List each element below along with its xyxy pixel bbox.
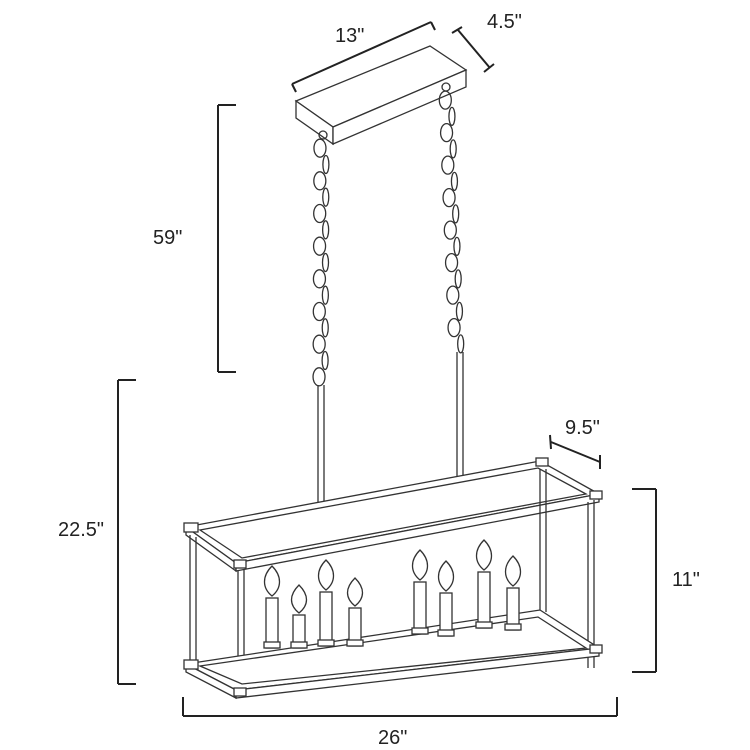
candle-bulb bbox=[346, 577, 364, 647]
chain-link bbox=[455, 301, 464, 322]
chain-link bbox=[447, 317, 461, 338]
candle-bulb bbox=[317, 559, 335, 647]
chain-link bbox=[312, 334, 326, 354]
chain-link bbox=[452, 204, 460, 224]
right-chain bbox=[438, 90, 465, 354]
ceiling-canopy bbox=[294, 45, 468, 146]
fixture-height-dimension: 11" bbox=[632, 488, 700, 673]
chain-link bbox=[321, 252, 330, 273]
chain-link bbox=[449, 139, 457, 159]
chain-link bbox=[454, 269, 462, 289]
chain-length-label: 59" bbox=[153, 227, 182, 249]
left-chain bbox=[312, 138, 330, 387]
chain-link bbox=[457, 334, 465, 354]
chain-link bbox=[444, 252, 459, 273]
chain-link bbox=[439, 122, 454, 143]
chain-link bbox=[441, 155, 455, 175]
chain-link bbox=[313, 171, 327, 191]
chain-link bbox=[312, 269, 327, 289]
chain-link bbox=[313, 138, 327, 158]
candle-bulb bbox=[290, 584, 308, 649]
fixture-frame bbox=[183, 457, 603, 700]
canopy-length-label: 13" bbox=[335, 25, 364, 47]
chain-link bbox=[443, 220, 457, 240]
candle-bulb bbox=[504, 555, 522, 631]
chain-link bbox=[448, 106, 456, 127]
canopy-width-dimension: 4.5" bbox=[451, 11, 522, 73]
chain-link bbox=[312, 236, 327, 256]
candle-bulb bbox=[411, 549, 429, 635]
chain-link bbox=[321, 285, 330, 305]
chain-link bbox=[442, 187, 456, 208]
chain-link bbox=[312, 367, 326, 387]
overall-height-dimension: 22.5" bbox=[58, 379, 136, 685]
overall-height-label: 22.5" bbox=[58, 519, 104, 541]
fixture-height-label: 11" bbox=[672, 569, 700, 591]
chain-link bbox=[450, 171, 459, 192]
chain-link bbox=[446, 285, 460, 305]
chain-link bbox=[322, 187, 330, 207]
chain-link bbox=[321, 350, 329, 371]
fixture-depth-label: 9.5" bbox=[565, 417, 600, 439]
candle-lights bbox=[263, 539, 522, 649]
candle-bulb bbox=[475, 539, 493, 629]
chain-link bbox=[322, 154, 330, 175]
chain-length-dimension: 59" bbox=[153, 104, 236, 373]
canopy-width-label: 4.5" bbox=[487, 11, 522, 33]
fixture-depth-dimension: 9.5" bbox=[549, 417, 601, 469]
chain-link bbox=[321, 318, 329, 338]
chain-link bbox=[313, 203, 327, 224]
fixture-length-label: 26" bbox=[378, 727, 407, 749]
chain-link bbox=[312, 301, 326, 322]
chain-link bbox=[438, 90, 452, 110]
chain-link bbox=[321, 220, 330, 240]
fixture-length-dimension: 26" bbox=[182, 697, 618, 749]
candle-bulb bbox=[437, 560, 455, 637]
chain-link bbox=[453, 236, 461, 257]
canopy-length-dimension: 13" bbox=[291, 21, 436, 93]
candle-bulb bbox=[263, 565, 281, 649]
